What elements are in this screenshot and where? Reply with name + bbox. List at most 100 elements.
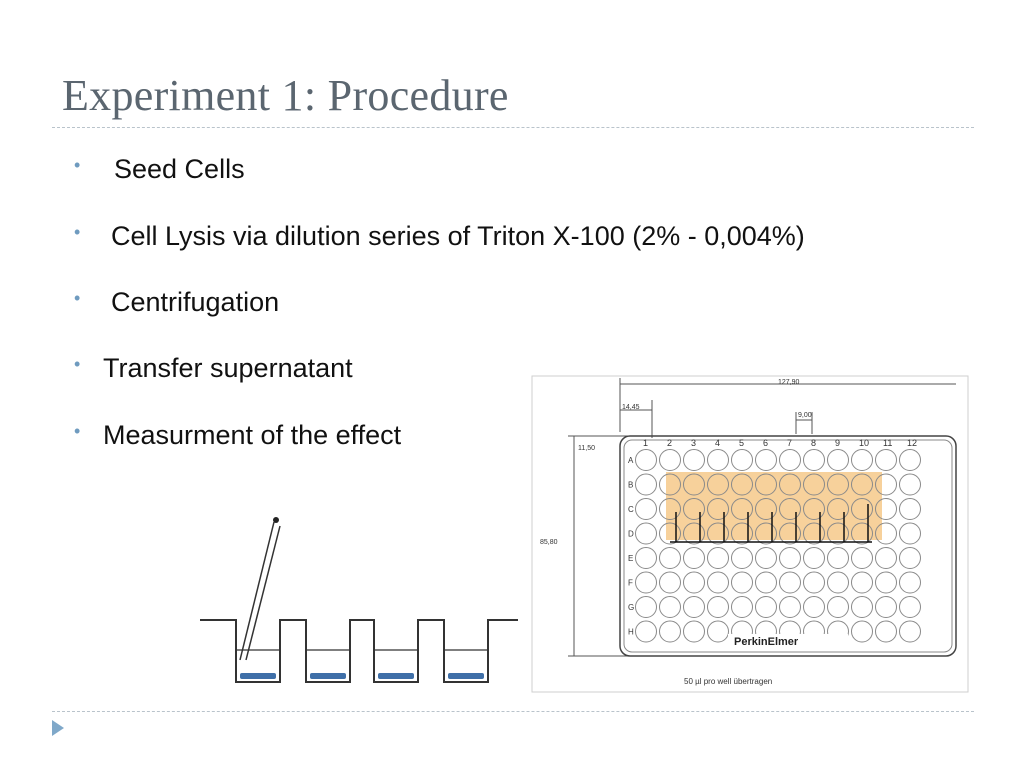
column-label: 5	[739, 438, 744, 448]
row-label: D	[628, 530, 634, 539]
plate-well	[731, 547, 753, 569]
plate-well	[851, 596, 873, 618]
plate-well	[635, 596, 657, 618]
plate-well	[707, 620, 729, 643]
plate-well	[899, 449, 921, 471]
plate-well	[659, 620, 681, 643]
plate-well	[899, 620, 921, 643]
plate-well	[659, 547, 681, 569]
plate-well	[851, 620, 873, 643]
plate-well	[827, 498, 849, 520]
plate-well	[827, 596, 849, 618]
column-label: 3	[691, 438, 696, 448]
transfer-arrows	[670, 504, 872, 543]
plate-well	[803, 449, 825, 471]
pipette-icon	[239, 521, 281, 661]
plate-caption: 50 µl pro well übertragen	[684, 677, 772, 686]
plate-well	[755, 522, 777, 545]
plate-well	[899, 498, 921, 520]
highlighted-well-region	[666, 472, 882, 540]
plate-well	[659, 498, 681, 520]
plate-well	[659, 449, 681, 471]
plate-well	[707, 571, 729, 594]
plate-well	[899, 522, 921, 545]
plate-well	[683, 522, 705, 545]
plate-well	[707, 449, 729, 471]
plate-well	[659, 571, 681, 594]
plate-well	[707, 498, 729, 520]
triangle-right-icon[interactable]	[52, 720, 64, 736]
plate-well	[755, 547, 777, 569]
row-label: H	[628, 628, 634, 637]
plate-well	[779, 498, 801, 520]
column-label: 6	[763, 438, 768, 448]
plate-well	[851, 449, 873, 471]
plate-well	[827, 522, 849, 545]
plate-well	[755, 449, 777, 471]
plate-well	[731, 596, 753, 618]
bullet-dot-icon: •	[74, 354, 81, 374]
plate-well	[803, 596, 825, 618]
bullet-text: Centrifugation	[111, 287, 280, 317]
column-label: 9	[835, 438, 840, 448]
plate-well	[683, 596, 705, 618]
plate-well	[755, 596, 777, 618]
plate-well	[875, 571, 897, 594]
dimension-width-label: 127,90	[778, 379, 800, 386]
column-label: 11	[883, 438, 892, 448]
plate-well	[875, 449, 897, 471]
plate-well	[899, 473, 921, 496]
plate-well	[635, 620, 657, 643]
brand-logo: PerkinElmer	[734, 636, 799, 648]
row-label: C	[628, 505, 634, 514]
plate-well	[779, 571, 801, 594]
plate-well	[875, 596, 897, 618]
plate-well	[659, 522, 681, 545]
plate-well	[683, 473, 705, 496]
plate-well	[683, 498, 705, 520]
plate-well	[803, 498, 825, 520]
plate-well	[635, 473, 657, 496]
plate-well	[779, 596, 801, 618]
bullet-text: Transfer supernatant	[103, 353, 353, 383]
plate-well	[707, 473, 729, 496]
column-label: 10	[859, 438, 869, 448]
plate-well	[635, 571, 657, 594]
plate-well	[683, 449, 705, 471]
plate-well	[803, 547, 825, 569]
bullet-dot-icon: •	[74, 155, 81, 175]
plate-well	[803, 571, 825, 594]
plate-well	[731, 473, 753, 496]
dimension-offset-x-label: 14,45	[622, 404, 640, 411]
plate-well	[659, 596, 681, 618]
plate-well	[851, 498, 873, 520]
plate-well	[635, 449, 657, 471]
dimension-offset-y-label: 11,50	[578, 445, 595, 452]
dimension-pitch-label: 9,00	[798, 412, 812, 419]
footer-divider	[52, 711, 974, 712]
plate-well	[899, 596, 921, 618]
plate-well	[779, 473, 801, 496]
plate-well	[659, 473, 681, 496]
plate-well	[899, 571, 921, 594]
plate-well	[851, 571, 873, 594]
bullet-text: Cell Lysis via dilution series of Triton…	[111, 221, 805, 251]
plate-well	[731, 498, 753, 520]
plate-well	[755, 498, 777, 520]
plate-well	[899, 547, 921, 569]
plate-well	[707, 522, 729, 545]
title-divider	[52, 127, 974, 128]
plate-well	[779, 449, 801, 471]
row-label: A	[628, 456, 634, 465]
plate-well	[779, 547, 801, 569]
plate-well	[827, 547, 849, 569]
row-label: G	[628, 603, 634, 612]
plate-well	[755, 571, 777, 594]
plate-well	[827, 449, 849, 471]
plate-well	[803, 473, 825, 496]
plate-well	[683, 620, 705, 643]
plate-well	[755, 473, 777, 496]
plate-well	[803, 522, 825, 545]
column-label: 7	[787, 438, 792, 448]
column-label: 1	[643, 438, 648, 448]
